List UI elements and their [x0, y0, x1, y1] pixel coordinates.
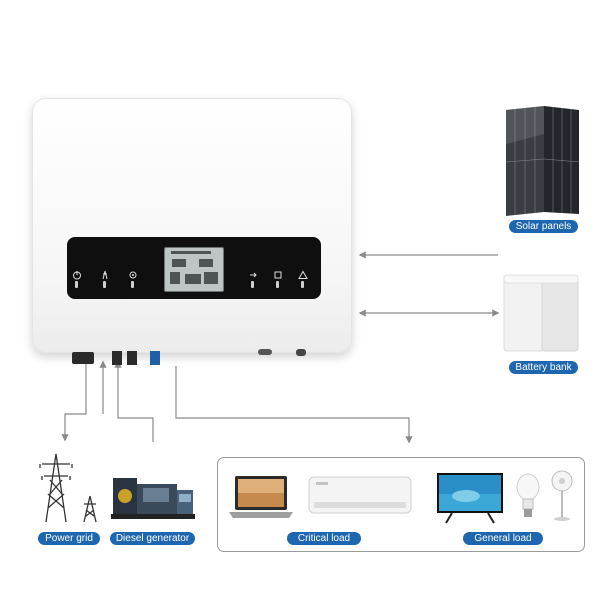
grid-input-line	[114, 360, 154, 442]
power-tower-icon	[39, 453, 97, 523]
laptop-icon	[229, 476, 293, 518]
load-group-box	[217, 457, 585, 552]
lcd-grid-symbol	[199, 259, 213, 267]
light-bulb-icon	[516, 473, 540, 517]
lcd-load-symbol	[204, 272, 218, 284]
indicator-led	[75, 281, 78, 288]
power-grid-label: Power grid	[38, 532, 100, 545]
air-conditioner-icon	[308, 476, 412, 514]
alarm-icon[interactable]	[293, 270, 313, 282]
battery-icon	[503, 274, 579, 352]
lcd-battery-symbol	[170, 272, 180, 284]
diesel-generator-label: Diesel generator	[110, 532, 195, 545]
home-icon[interactable]	[268, 270, 288, 282]
enter-icon[interactable]	[243, 270, 263, 282]
diesel-generator-icon	[111, 478, 195, 519]
hybrid-inverter	[32, 98, 352, 353]
solar-panels-label: Solar panels	[509, 220, 578, 233]
port-cap	[296, 349, 306, 356]
pv-connector	[150, 351, 160, 365]
solar-panel-icon	[505, 106, 580, 216]
load-output-line	[175, 366, 413, 444]
port-cap	[258, 349, 272, 355]
power-icon[interactable]	[67, 270, 87, 282]
lcd-pv-symbol	[172, 259, 186, 267]
lcd-header	[171, 251, 211, 254]
indicator-led	[301, 281, 304, 288]
generator-connector	[127, 351, 137, 365]
battery-bank-label: Battery bank	[509, 361, 578, 374]
ac-connector	[72, 352, 94, 364]
grid-output-line	[61, 364, 87, 442]
indicator-led	[276, 281, 279, 288]
lcd-display	[164, 247, 224, 292]
grid-status-icon[interactable]	[95, 270, 115, 282]
indicator-led	[103, 281, 106, 288]
fan-icon	[551, 470, 573, 521]
television-icon	[437, 473, 503, 524]
general-load-label: General load	[463, 532, 543, 545]
critical-load-label: Critical load	[287, 532, 361, 545]
lcd-inverter-symbol	[185, 274, 201, 284]
indicator-led	[251, 281, 254, 288]
indicator-led	[131, 281, 134, 288]
backup-status-icon[interactable]	[123, 270, 143, 282]
grid-connector	[112, 351, 122, 365]
